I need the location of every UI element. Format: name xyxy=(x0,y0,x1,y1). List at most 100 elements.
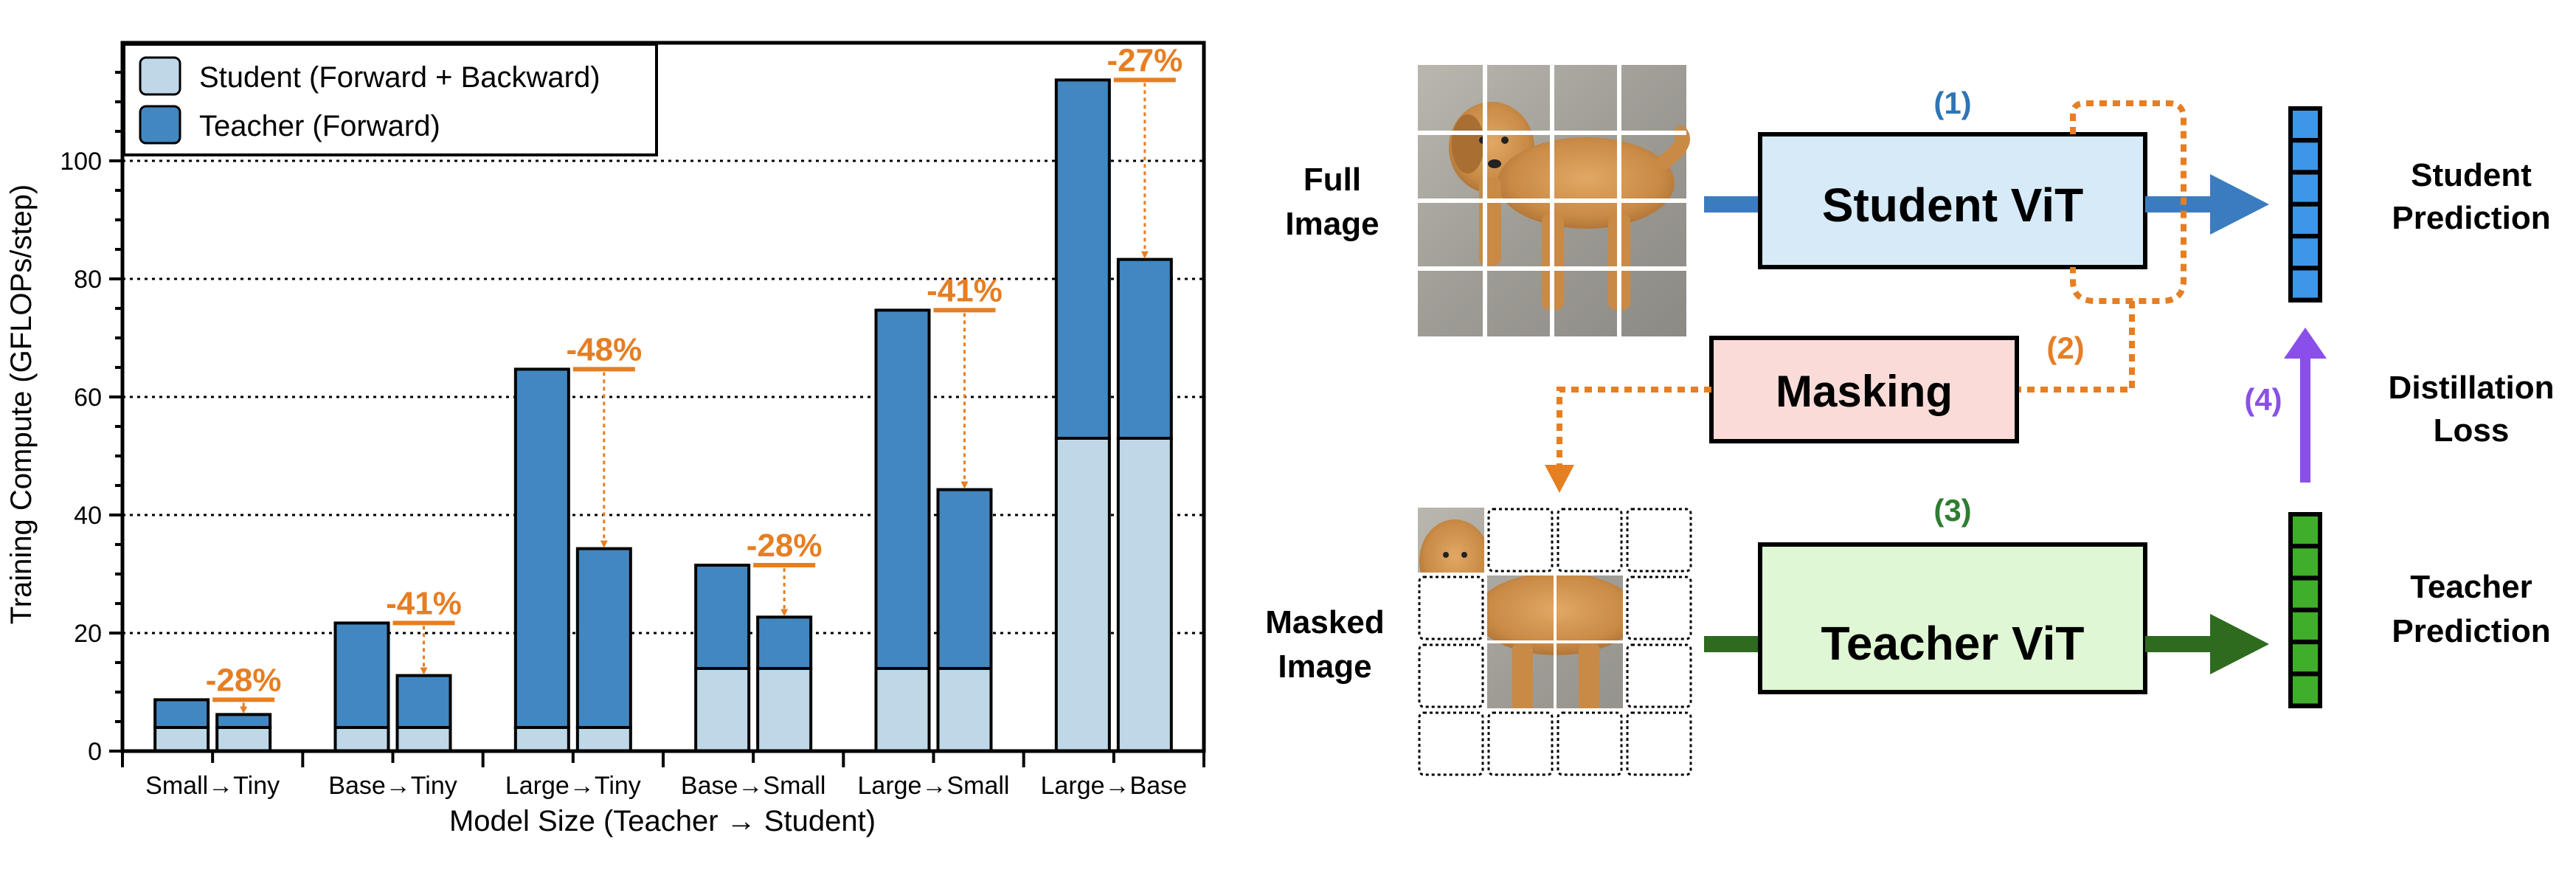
x-tick-label: Base→Tiny xyxy=(328,772,457,800)
vector-cell xyxy=(2293,676,2318,704)
vector-cell xyxy=(2293,580,2318,608)
bar-teacher xyxy=(936,488,993,670)
y-tick-label: 80 xyxy=(74,266,102,294)
reduction-label: -28% xyxy=(206,662,282,698)
bar-student xyxy=(694,667,751,753)
bar-student xyxy=(936,667,993,753)
y-tick-label: 40 xyxy=(74,502,102,530)
teacher-prediction-label-2: Prediction xyxy=(2392,613,2550,649)
reduction-label: -48% xyxy=(566,331,642,367)
distillation-loss-label-2: Loss xyxy=(2434,412,2510,449)
step-4-label: (4) xyxy=(2244,382,2282,417)
full-image xyxy=(1418,65,1690,336)
y-tick-label: 60 xyxy=(74,384,102,412)
bar-teacher xyxy=(215,713,272,730)
legend: Student (Forward + Backward) Teacher (For… xyxy=(122,43,658,156)
bar-teacher xyxy=(874,308,931,670)
patch-grid-lines xyxy=(1418,65,1686,336)
masked-patch xyxy=(1626,575,1692,640)
student-arrowhead-icon xyxy=(2210,174,2269,235)
vector-cell xyxy=(2293,174,2318,202)
x-tick-label: Base→Small xyxy=(681,772,826,800)
bar-student xyxy=(1054,437,1111,753)
teacher-vit-label: Teacher ViT xyxy=(1821,617,2085,670)
student-output-arrow xyxy=(2145,196,2213,212)
bar-student xyxy=(874,667,931,753)
masking-input-arrow xyxy=(2017,301,2135,393)
bar-teacher xyxy=(1054,78,1111,440)
masked-patch xyxy=(1418,711,1484,776)
x-axis-label: Model Size (Teacher → Student) xyxy=(449,805,876,837)
vector-cell xyxy=(2293,270,2318,298)
masked-image xyxy=(1418,508,1692,776)
student-input-arrow xyxy=(1704,196,1760,212)
full-image-label-2: Image xyxy=(1285,206,1379,242)
bar-student xyxy=(756,667,813,753)
reduction-label: -41% xyxy=(927,272,1003,308)
reduction-label: -28% xyxy=(747,528,823,564)
grid-lines xyxy=(122,159,1204,635)
distillation-arrowhead-icon xyxy=(2284,328,2327,359)
vector-cell xyxy=(2293,142,2318,170)
dog-body-icon xyxy=(1498,137,1675,229)
legend-label: Student (Forward + Backward) xyxy=(199,61,600,94)
bar-student xyxy=(395,726,452,753)
step-1-label: (1) xyxy=(1933,86,1971,120)
x-tick-label: Large→Base xyxy=(1041,772,1187,800)
teacher-arrowhead-icon xyxy=(2210,614,2269,674)
teacher-vit-box xyxy=(1758,542,2147,694)
masking-output-arrow xyxy=(1557,387,1711,465)
dog-leg-icon xyxy=(1479,177,1501,266)
masked-patch xyxy=(1487,711,1554,776)
full-image-label: Full xyxy=(1303,162,1361,198)
masked-patch xyxy=(1557,711,1623,776)
bar-student xyxy=(333,726,390,753)
bar-teacher xyxy=(333,621,390,730)
legend-label: Teacher (Forward) xyxy=(199,110,440,142)
masked-image-label-2: Image xyxy=(1278,649,1371,685)
bar-teacher xyxy=(575,547,632,729)
bar-teacher xyxy=(395,674,452,729)
student-prediction-label: Student xyxy=(2411,157,2532,193)
masking-arrowhead-icon xyxy=(1545,465,1574,493)
legend-box xyxy=(122,43,658,156)
y-tick-label: 20 xyxy=(74,620,102,648)
masked-patch xyxy=(1557,508,1623,573)
masked-patch xyxy=(1626,508,1692,573)
reduction-label: -41% xyxy=(386,585,462,621)
masking-loop-arrow xyxy=(2070,100,2187,304)
x-tick-label: Large→Tiny xyxy=(505,772,641,800)
masked-patch xyxy=(1626,643,1692,708)
bar-student xyxy=(153,726,210,753)
bar-teacher xyxy=(153,698,210,730)
axes xyxy=(109,41,1206,767)
vector-cell xyxy=(2293,548,2318,576)
student-prediction-label-2: Prediction xyxy=(2392,200,2550,236)
vector-cell xyxy=(2293,516,2318,544)
y-tick-label: 100 xyxy=(60,148,102,176)
masking-label: Masking xyxy=(1776,367,1953,416)
x-tick-label: Large→Small xyxy=(858,772,1010,800)
vector-cell xyxy=(2293,206,2318,234)
bar-student xyxy=(513,726,570,753)
masked-image-label: Masked xyxy=(1265,604,1384,640)
y-tick-label: 0 xyxy=(88,738,102,766)
distillation-diagram: Full Image Masked Image Student ViT (1) … xyxy=(1265,65,2555,776)
bar-teacher xyxy=(513,367,570,729)
teacher-prediction-label: Teacher xyxy=(2410,569,2532,605)
distillation-loss-label: Distillation xyxy=(2389,370,2555,406)
bar-student xyxy=(1116,437,1173,753)
step-2-label: (2) xyxy=(2046,331,2084,365)
vector-cell xyxy=(2293,111,2318,138)
step-3-label: (3) xyxy=(1933,493,1971,528)
student-vit-label: Student ViT xyxy=(1822,179,2083,232)
bars xyxy=(153,78,1173,753)
vector-cell xyxy=(2293,612,2318,640)
student-prediction-vector xyxy=(2288,106,2322,303)
masked-patch xyxy=(1487,508,1554,573)
vector-cell xyxy=(2293,644,2318,672)
distillation-arrow xyxy=(2300,356,2310,483)
bar-teacher xyxy=(694,564,751,670)
teacher-input-arrow xyxy=(1704,636,1760,652)
